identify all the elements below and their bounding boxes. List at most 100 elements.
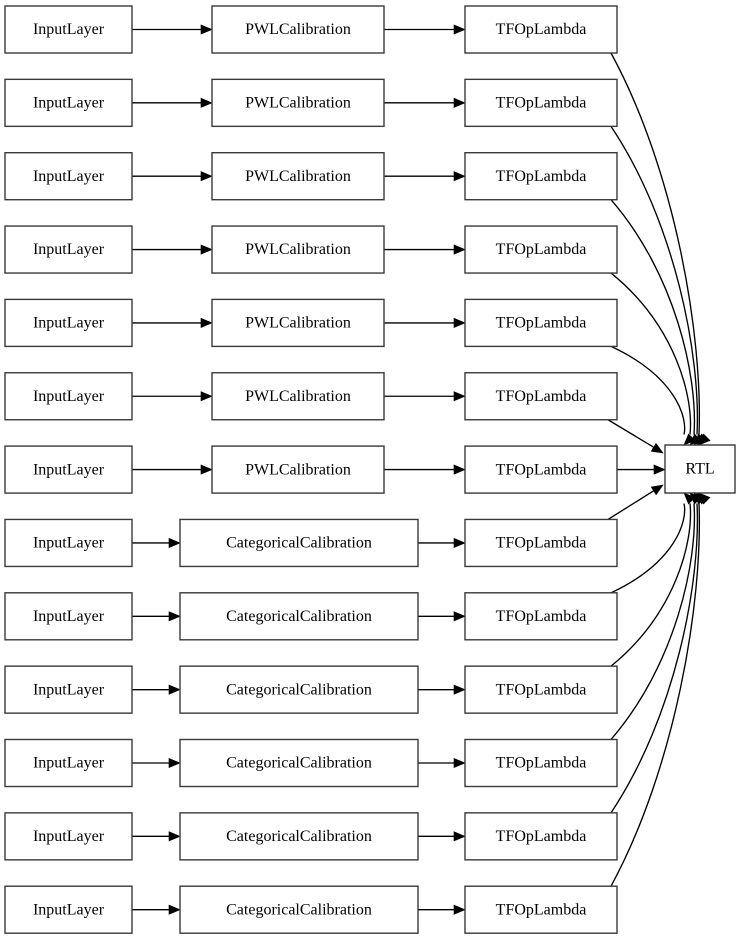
node-lambda-1-box: [464, 78, 618, 128]
node-calibration-10-label: CategoricalCalibration: [226, 755, 372, 772]
node-calibration-3[interactable]: PWLCalibration: [211, 225, 385, 274]
node-lambda-1[interactable]: TFOpLambda: [464, 78, 618, 128]
node-lambda-2-box: [464, 151, 618, 201]
node-input-layer-2[interactable]: InputLayer: [4, 151, 133, 201]
node-calibration-11[interactable]: CategoricalCalibration: [179, 812, 419, 861]
node-lambda-3-box: [464, 225, 618, 274]
edge-input-7-to-calibration-arrowhead: [168, 537, 181, 549]
node-lambda-0[interactable]: TFOpLambda: [464, 5, 618, 54]
node-lambda-11[interactable]: TFOpLambda: [464, 812, 618, 861]
edge-calibration-10-to-lambda-arrowhead: [453, 757, 466, 769]
node-input-layer-5-box: [4, 372, 133, 421]
edge-lambda-12-to-rtl-line: [610, 503, 701, 887]
node-input-layer-5[interactable]: InputLayer: [4, 372, 133, 421]
node-calibration-9-label: CategoricalCalibration: [226, 681, 372, 698]
node-input-layer-3[interactable]: InputLayer: [4, 225, 133, 274]
node-input-layer-5-label: InputLayer: [33, 388, 105, 405]
node-lambda-5[interactable]: TFOpLambda: [464, 372, 618, 421]
node-input-layer-3-label: InputLayer: [33, 241, 105, 258]
node-input-layer-1-box: [4, 78, 133, 128]
node-calibration-6[interactable]: PWLCalibration: [211, 445, 385, 494]
node-input-layer-0-label: InputLayer: [33, 21, 105, 38]
node-calibration-11-box: [179, 812, 419, 861]
node-calibration-3-box: [211, 225, 385, 274]
node-calibration-11-label: CategoricalCalibration: [226, 828, 372, 845]
node-calibration-8[interactable]: CategoricalCalibration: [179, 592, 419, 641]
node-calibration-5-label: PWLCalibration: [245, 388, 351, 405]
node-input-layer-9[interactable]: InputLayer: [4, 665, 133, 714]
node-lambda-4[interactable]: TFOpLambda: [464, 298, 618, 348]
node-lambda-11-box: [464, 812, 618, 861]
edge-lambda-5-to-rtl-line: [607, 419, 655, 448]
node-input-layer-6-box: [4, 445, 133, 494]
node-input-layer-11[interactable]: InputLayer: [4, 812, 133, 861]
node-input-layer-7-label: InputLayer: [33, 535, 105, 552]
node-input-layer-8-box: [4, 592, 133, 641]
node-input-layer-10[interactable]: InputLayer: [4, 738, 133, 788]
node-calibration-1[interactable]: PWLCalibration: [211, 78, 385, 128]
edges-layer: [132, 24, 711, 915]
node-lambda-7[interactable]: TFOpLambda: [464, 518, 618, 568]
node-calibration-7-box: [179, 518, 419, 568]
edge-input-0-to-calibration-arrowhead: [200, 24, 213, 35]
node-lambda-6[interactable]: TFOpLambda: [464, 445, 618, 494]
node-input-layer-0[interactable]: InputLayer: [4, 5, 133, 54]
node-calibration-7[interactable]: CategoricalCalibration: [179, 518, 419, 568]
node-lambda-7-label: TFOpLambda: [496, 535, 587, 552]
node-input-layer-8-label: InputLayer: [33, 608, 105, 625]
node-input-layer-2-label: InputLayer: [33, 168, 105, 185]
node-lambda-10-label: TFOpLambda: [496, 755, 587, 772]
edge-lambda-1-to-rtl-line: [610, 125, 699, 435]
edge-lambda-6-to-rtl-arrowhead: [653, 464, 666, 475]
node-calibration-12[interactable]: CategoricalCalibration: [179, 885, 419, 934]
node-lambda-3[interactable]: TFOpLambda: [464, 225, 618, 274]
edge-input-1-to-calibration-arrowhead: [200, 97, 213, 108]
edge-calibration-5-to-lambda-arrowhead: [453, 391, 466, 402]
node-calibration-4[interactable]: PWLCalibration: [211, 298, 385, 348]
node-input-layer-1[interactable]: InputLayer: [4, 78, 133, 128]
node-calibration-12-label: CategoricalCalibration: [226, 901, 372, 918]
node-lambda-9[interactable]: TFOpLambda: [464, 665, 618, 714]
node-lambda-10[interactable]: TFOpLambda: [464, 738, 618, 788]
node-lambda-12-label: TFOpLambda: [496, 901, 587, 918]
edge-input-11-to-calibration-arrowhead: [168, 831, 181, 842]
node-output-rtl-box: [664, 444, 736, 494]
edge-calibration-11-to-lambda-arrowhead: [453, 831, 466, 842]
node-calibration-8-box: [179, 592, 419, 641]
node-lambda-8[interactable]: TFOpLambda: [464, 592, 618, 641]
edge-lambda-4-to-rtl-line: [610, 345, 686, 435]
node-lambda-4-box: [464, 298, 618, 348]
node-lambda-6-box: [464, 445, 618, 494]
edge-input-8-to-calibration-arrowhead: [168, 611, 181, 622]
edge-lambda-12-to-rtl-arrowhead: [698, 492, 711, 505]
node-calibration-7-label: CategoricalCalibration: [226, 535, 372, 552]
node-input-layer-1-label: InputLayer: [33, 95, 105, 112]
node-input-layer-7[interactable]: InputLayer: [4, 518, 133, 568]
edge-input-3-to-calibration-arrowhead: [200, 244, 213, 255]
node-input-layer-6[interactable]: InputLayer: [4, 445, 133, 494]
node-calibration-0[interactable]: PWLCalibration: [211, 5, 385, 54]
edge-lambda-10-to-rtl-line: [610, 503, 696, 740]
edge-calibration-8-to-lambda-arrowhead: [453, 611, 466, 622]
node-calibration-6-box: [211, 445, 385, 494]
node-input-layer-12[interactable]: InputLayer: [4, 885, 133, 934]
edge-lambda-7-to-rtl-arrowhead: [650, 484, 664, 496]
node-calibration-10-box: [179, 738, 419, 788]
node-input-layer-12-box: [4, 885, 133, 934]
node-lambda-12[interactable]: TFOpLambda: [464, 885, 618, 934]
node-output-rtl[interactable]: RTL: [664, 444, 736, 494]
node-input-layer-4[interactable]: InputLayer: [4, 298, 133, 348]
edge-input-2-to-calibration-arrowhead: [200, 171, 213, 182]
node-calibration-5[interactable]: PWLCalibration: [211, 372, 385, 421]
node-calibration-2[interactable]: PWLCalibration: [211, 151, 385, 201]
node-calibration-6-label: PWLCalibration: [245, 461, 351, 478]
node-calibration-10[interactable]: CategoricalCalibration: [179, 738, 419, 788]
node-input-layer-8[interactable]: InputLayer: [4, 592, 133, 641]
node-input-layer-7-box: [4, 518, 133, 568]
node-lambda-2[interactable]: TFOpLambda: [464, 151, 618, 201]
node-input-layer-2-box: [4, 151, 133, 201]
edge-lambda-8-to-rtl-line: [610, 503, 686, 594]
node-calibration-9[interactable]: CategoricalCalibration: [179, 665, 419, 714]
node-lambda-0-box: [464, 5, 618, 54]
